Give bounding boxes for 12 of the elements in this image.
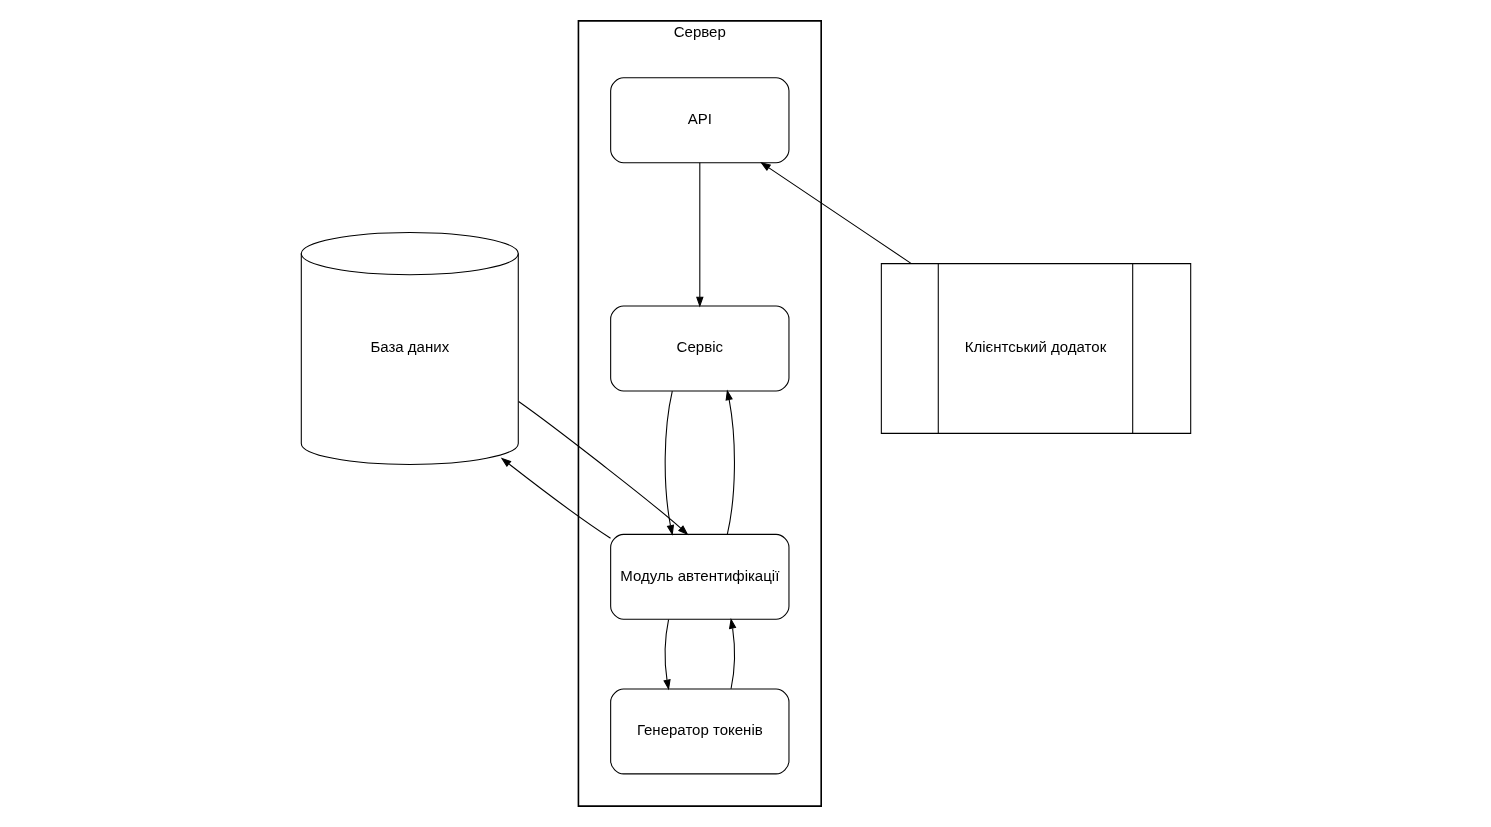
- node-box: Модуль автентифікації: [609, 533, 789, 620]
- arrow: [759, 161, 912, 265]
- arrow: [728, 617, 736, 690]
- node-box: Генератор токенів: [609, 688, 789, 775]
- arrow: [695, 162, 704, 308]
- arrow: [517, 400, 688, 536]
- arrow: [662, 619, 671, 691]
- node-box: Сервіс: [609, 305, 789, 392]
- arrow: [664, 390, 674, 536]
- arrow: [725, 389, 735, 535]
- arrow: [500, 457, 611, 539]
- node-box: API: [609, 77, 789, 164]
